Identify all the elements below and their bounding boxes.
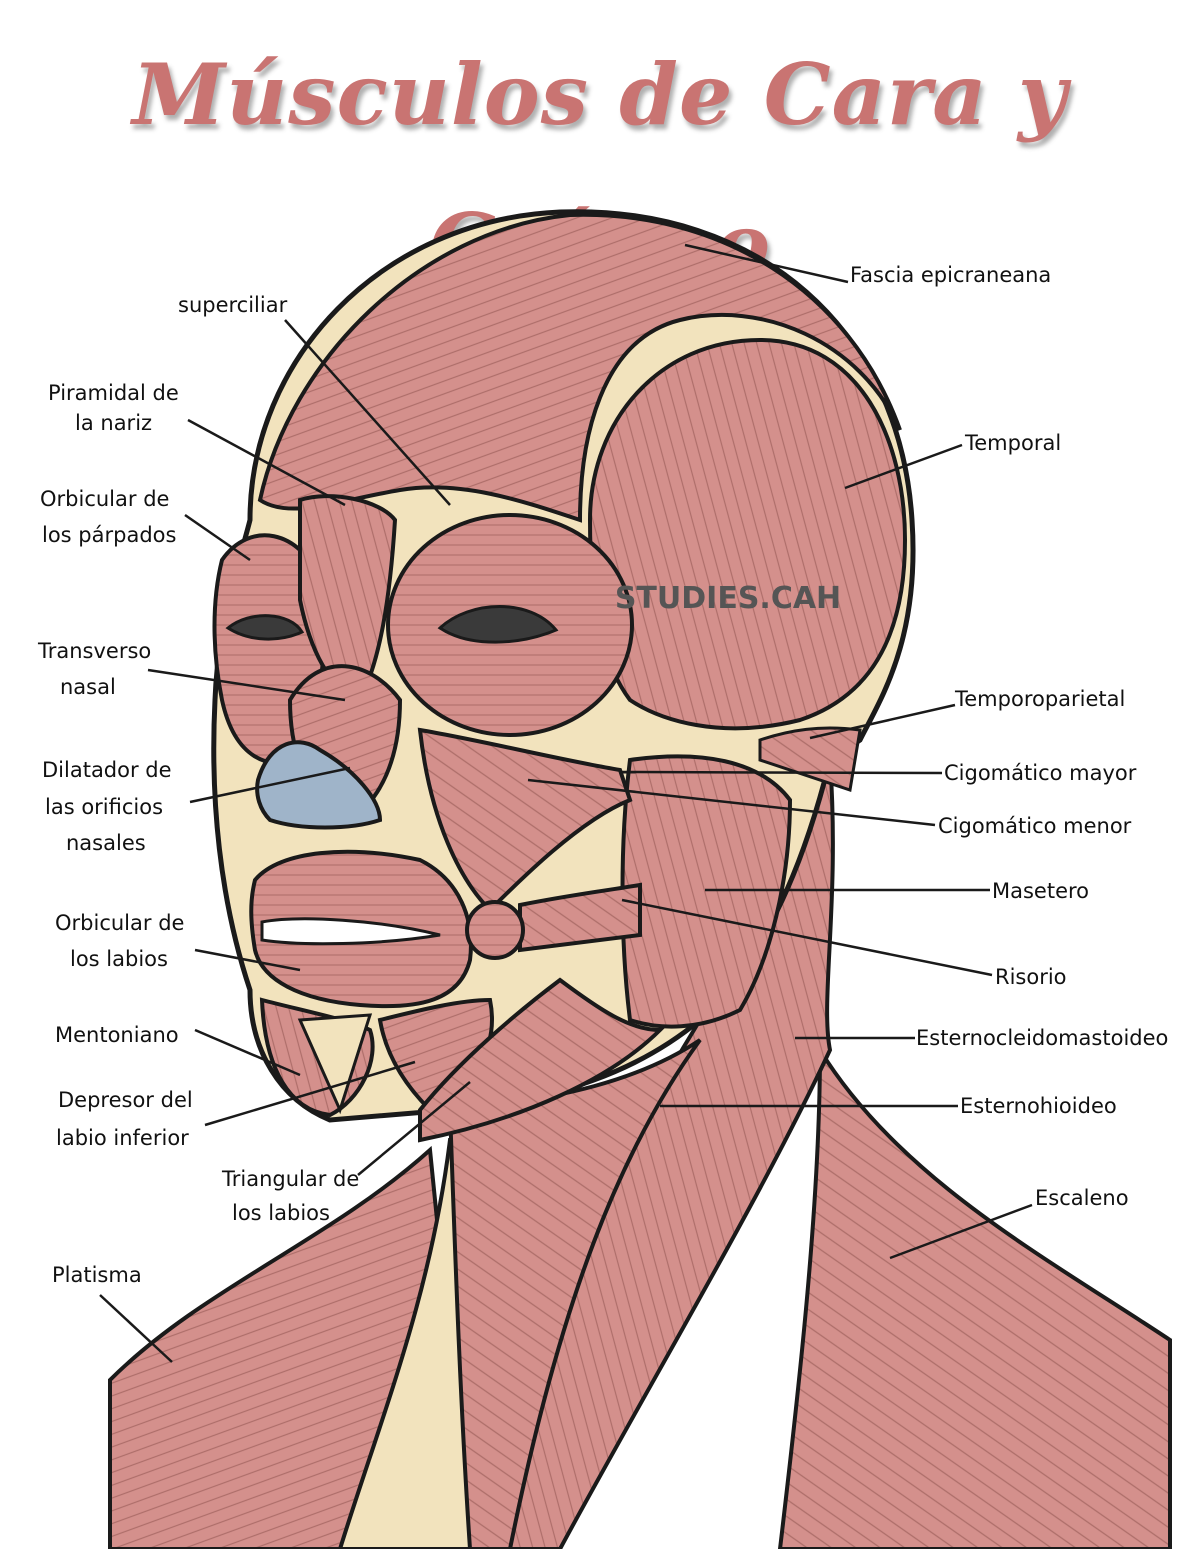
label-superciliar: superciliar bbox=[178, 293, 288, 317]
label-orbicular-parpados-1: Orbicular de bbox=[40, 487, 169, 511]
label-cigomatico-mayor: Cigomático mayor bbox=[944, 761, 1137, 785]
label-masetero: Masetero bbox=[992, 879, 1089, 903]
epicranial-aponeurosis bbox=[257, 212, 902, 523]
label-orbicular-labios-2: los labios bbox=[70, 947, 168, 971]
label-risorio: Risorio bbox=[995, 965, 1067, 989]
nostril bbox=[255, 740, 383, 830]
label-platisma: Platisma bbox=[52, 1263, 142, 1287]
label-cigomatico-menor: Cigomático menor bbox=[938, 814, 1132, 838]
sternohyoid-muscle bbox=[447, 1038, 702, 1549]
label-piramidal-2: la nariz bbox=[75, 411, 152, 435]
label-transverso-2: nasal bbox=[60, 675, 116, 699]
label-dilatador-2: las orificios bbox=[45, 795, 163, 819]
label-dilatador-3: nasales bbox=[66, 831, 146, 855]
label-temporoparietal: Temporoparietal bbox=[954, 687, 1125, 711]
label-orbicular-parpados-2: los párpados bbox=[42, 523, 176, 547]
risorius-muscle bbox=[518, 882, 642, 953]
label-temporal: Temporal bbox=[964, 431, 1061, 455]
scalene-muscle bbox=[777, 1042, 1172, 1549]
temporal-muscle bbox=[587, 337, 908, 731]
label-triangular-1: Triangular de bbox=[221, 1167, 359, 1191]
label-mentoniano: Mentoniano bbox=[55, 1023, 179, 1047]
zygomatic-major-muscle bbox=[417, 727, 633, 913]
label-depresor-2: labio inferior bbox=[56, 1126, 189, 1150]
label-esternocleidomastoideo: Esternocleidomastoideo bbox=[916, 1026, 1168, 1050]
temporoparietal-muscle bbox=[758, 726, 862, 792]
label-escaleno: Escaleno bbox=[1035, 1186, 1129, 1210]
label-transverso-1: Transverso bbox=[37, 639, 151, 663]
leader-lines bbox=[99, 243, 1033, 1363]
label-orbicular-labios-1: Orbicular de bbox=[55, 911, 184, 935]
label-fascia-epicraneana: Fascia epicraneana bbox=[850, 263, 1051, 287]
label-triangular-2: los labios bbox=[232, 1201, 330, 1225]
label-piramidal-1: Piramidal de bbox=[48, 381, 179, 405]
label-esternohioideo: Esternohioideo bbox=[960, 1094, 1117, 1118]
eye-left bbox=[225, 614, 305, 641]
modiolus bbox=[465, 900, 525, 960]
label-dilatador-1: Dilatador de bbox=[42, 758, 172, 782]
depressor-labii-muscle bbox=[297, 1013, 373, 1115]
eye-right bbox=[437, 605, 559, 644]
label-depresor-1: Depresor del bbox=[58, 1088, 193, 1112]
procerus-muscle bbox=[298, 494, 398, 703]
teeth bbox=[260, 917, 441, 946]
platysma-muscle bbox=[418, 977, 665, 1143]
watermark: STUDIES.CAH bbox=[615, 581, 841, 616]
